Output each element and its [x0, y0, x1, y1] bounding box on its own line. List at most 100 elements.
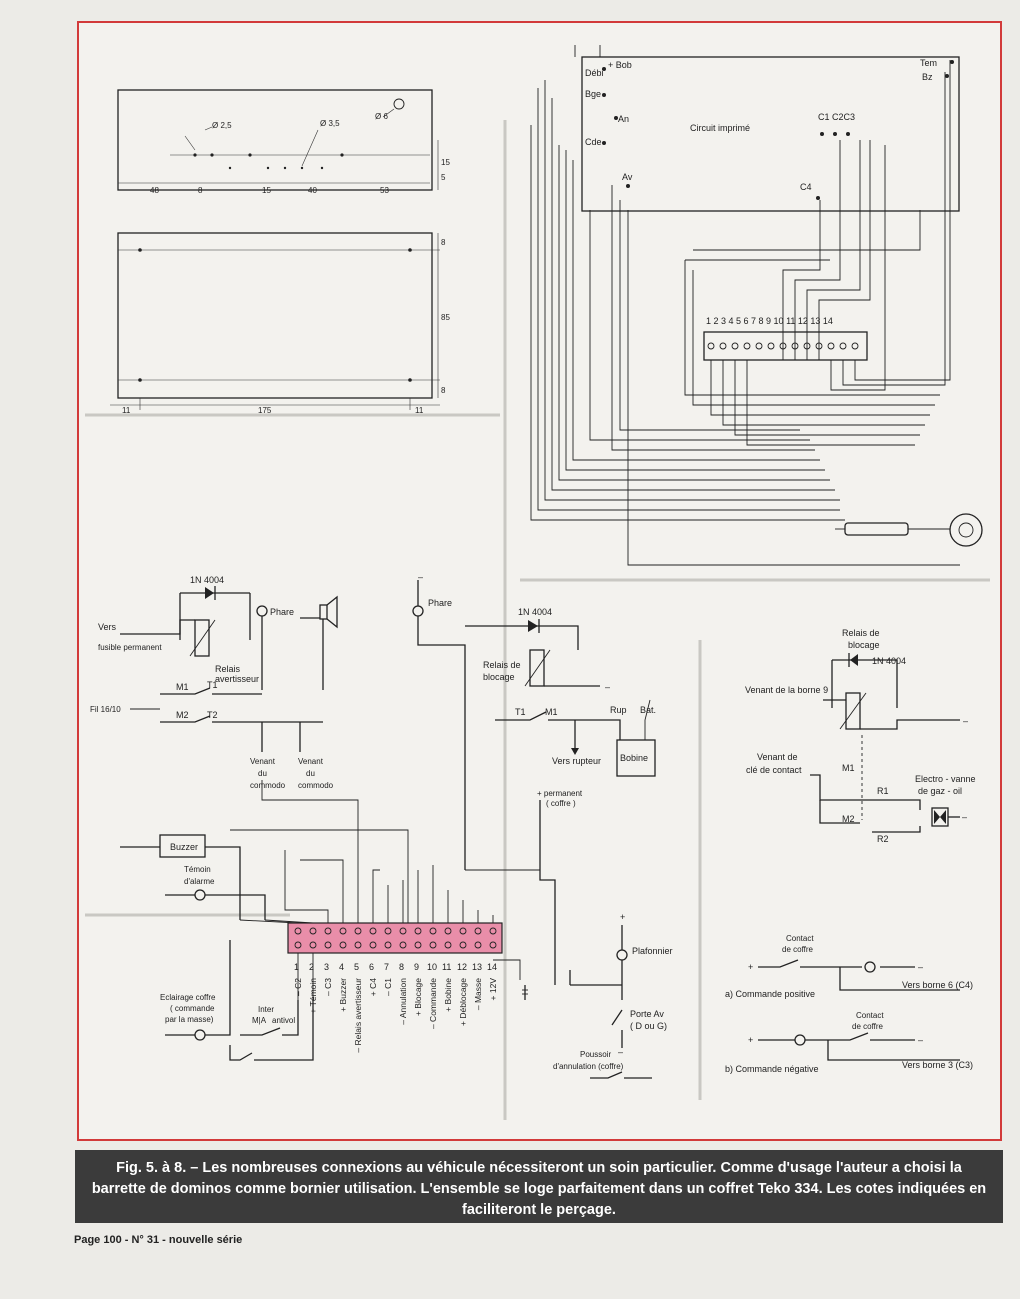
label-tem: Tem	[920, 58, 937, 68]
label-venant1-a: Venant	[250, 757, 276, 766]
label-bz: Bz	[922, 72, 933, 82]
svg-text:–: –	[962, 812, 967, 822]
terminal-label-9: + Blocage	[413, 978, 423, 1016]
svg-text:–: –	[618, 1047, 623, 1057]
terminal-label-2: + Témoin	[308, 978, 318, 1014]
label-permanent-1: + permanent	[537, 789, 583, 798]
label-porte-1: Porte Av	[630, 1009, 664, 1019]
label-c1c2c3: C1 C2C3	[818, 112, 855, 122]
label-relais-blocage-2: blocage	[483, 672, 515, 682]
svg-text:–: –	[963, 716, 968, 726]
label-porte-2: ( D ou G)	[630, 1021, 667, 1031]
label-venant-borne: Venant de la borne 9	[745, 685, 828, 695]
label-phare-1: Phare	[270, 607, 294, 617]
terminal-num-8: 8	[399, 962, 404, 972]
label-relais-av-2: avertisseur	[215, 674, 259, 684]
terminal-num-7: 7	[384, 962, 389, 972]
label-relais-blocage-1: Relais de	[483, 660, 521, 670]
dim-d25: Ø 2,5	[212, 121, 232, 130]
label-1n4004-left: 1N 4004	[190, 575, 224, 585]
dim-85: 85	[441, 313, 450, 322]
terminal-num-9: 9	[414, 962, 419, 972]
label-debl: Débi	[585, 68, 604, 78]
label-venant2-b: du	[306, 769, 315, 778]
label-contact-1b: de coffre	[782, 945, 814, 954]
dim-53: 53	[380, 186, 389, 195]
label-eclairage-2: ( commande	[170, 1004, 215, 1013]
terminal-label-5: – Relais avertisseur	[353, 978, 363, 1053]
svg-text:–: –	[605, 682, 610, 692]
label-electro-1: Electro - vanne	[915, 774, 976, 784]
terminal-num-12: 12	[457, 962, 467, 972]
figure-caption: Fig. 5. à 8. – Les nombreuses connexions…	[75, 1150, 1003, 1223]
label-bat: Bat.	[640, 705, 656, 715]
dim-11b: 11	[415, 406, 424, 415]
label-1n4004-right: 1N 4004	[872, 656, 906, 666]
terminal-num-13: 13	[472, 962, 482, 972]
terminal-block	[287, 922, 503, 954]
label-m1-right: M1	[842, 763, 855, 773]
label-eclairage-3: par la masse)	[165, 1015, 214, 1024]
label-inter-2: M|A	[252, 1016, 267, 1025]
label-electro-2: de gaz - oil	[918, 786, 962, 796]
label-plafonnier: Plafonnier	[632, 946, 673, 956]
label-t1-mid: T1	[515, 707, 526, 717]
label-contact-2a: Contact	[856, 1011, 884, 1020]
label-venant1-b: du	[258, 769, 267, 778]
terminal-label-10: – Commande	[428, 978, 438, 1029]
svg-text:–: –	[918, 962, 923, 972]
background-ghost-lines	[85, 120, 990, 1120]
label-relais-blocage-r1: Relais de	[842, 628, 880, 638]
svg-text:+: +	[748, 962, 753, 972]
dim-48: 48	[150, 186, 159, 195]
label-eclairage-1: Eclairage coffre	[160, 993, 216, 1002]
terminal-num-6: 6	[369, 962, 374, 972]
label-contact-1a: Contact	[786, 934, 814, 943]
terminal-label-11: + Bobine	[443, 978, 453, 1012]
label-relais-blocage-r2: blocage	[848, 640, 880, 650]
terminal-label-8: – Annulation	[398, 978, 408, 1025]
label-vers-rupteur: Vers rupteur	[552, 756, 601, 766]
label-vers: Vers	[98, 622, 117, 632]
dim-40: 40	[308, 186, 317, 195]
terminal-label-6: + C4	[368, 978, 378, 996]
label-phare-2: Phare	[428, 598, 452, 608]
dim-175: 175	[258, 406, 272, 415]
label-m1-left: M1	[176, 682, 189, 692]
label-fusible: fusible permanent	[98, 643, 162, 652]
label-permanent-2: ( coffre )	[546, 799, 576, 808]
right-schematic: Relais de blocage 1N 4004 Venant de la b…	[725, 628, 976, 1074]
dim-8b: 8	[441, 386, 446, 395]
label-bob: + Bob	[608, 60, 632, 70]
dim-8a: 8	[441, 238, 446, 247]
label-buzzer: Buzzer	[170, 842, 198, 852]
middle-schematic: 1N 4004 Relais de blocage – T1 M1 Rup Ba…	[465, 607, 673, 1079]
terminal-num-10: 10	[427, 962, 437, 972]
dim-8: 8	[198, 186, 203, 195]
label-cmd-negative: b) Commande négative	[725, 1064, 819, 1074]
label-m2-right: M2	[842, 814, 855, 824]
pcb-wiring: Débi + Bob Bge An Cde Circuit imprimé C1…	[530, 45, 983, 566]
terminal-num-4: 4	[339, 962, 344, 972]
terminal-label-1: – C2	[293, 978, 303, 996]
connector-numbers: 1 2 3 4 5 6 7 8 9 10 11 12 13 14	[706, 316, 833, 326]
terminal-numbers: 1 2 3 4 5 6 7 8 9 10 11 12 13 14	[294, 962, 497, 972]
label-r1: R1	[877, 786, 889, 796]
terminal-num-1: 1	[294, 962, 299, 972]
label-temoin-2: d'alarme	[184, 877, 215, 886]
label-m2-left: M2	[176, 710, 189, 720]
label-c4: C4	[800, 182, 812, 192]
label-poussoir-1: Poussoir	[580, 1050, 611, 1059]
left-schematic: 1N 4004 Vers fusible permanent Relais av…	[90, 572, 541, 1061]
label-cde: Cde	[585, 137, 602, 147]
terminal-label-7: – C1	[383, 978, 393, 996]
label-t2-left: T2	[207, 710, 218, 720]
label-an: An	[618, 114, 629, 124]
dim-15v: 15	[441, 158, 450, 167]
terminal-labels: – C2 + Témoin – C3 + Buzzer – Relais ave…	[293, 978, 498, 1053]
svg-text:+: +	[748, 1035, 753, 1045]
label-inter-1: Inter	[258, 1005, 274, 1014]
label-venant-cle-1: Venant de	[757, 752, 798, 762]
terminal-label-3: – C3	[323, 978, 333, 996]
